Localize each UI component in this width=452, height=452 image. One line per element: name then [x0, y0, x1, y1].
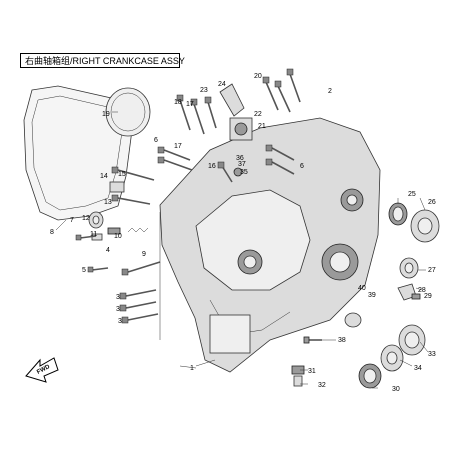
callout-17: 17 [186, 101, 194, 108]
gasket-8 [23, 85, 133, 221]
callout-20: 20 [254, 73, 262, 80]
callout-29: 29 [424, 293, 432, 300]
callout-26: 26 [428, 199, 436, 206]
bushing-40 [344, 312, 362, 328]
leader-lines [55, 111, 429, 389]
callout-12: 12 [82, 215, 90, 222]
callout-8: 8 [50, 229, 54, 236]
callout-33: 33 [428, 351, 436, 358]
callout-37: 37 [238, 161, 246, 168]
bolts [75, 68, 301, 324]
callout-18: 18 [174, 99, 182, 106]
callout-22: 22 [254, 111, 262, 118]
callout-16: 16 [208, 163, 216, 170]
callout-35: 35 [240, 169, 248, 176]
callout-6: 6 [154, 137, 158, 144]
callout-24: 24 [218, 81, 226, 88]
plug-32 [293, 375, 303, 387]
callout-14: 14 [100, 173, 108, 180]
callout-19: 19 [102, 111, 110, 118]
callout-31: 31 [308, 368, 316, 375]
callout-32: 32 [318, 382, 326, 389]
spring-9 [127, 227, 149, 233]
callout-11: 11 [90, 231, 97, 238]
callout-30: 30 [392, 386, 400, 393]
callout-38: 38 [338, 337, 346, 344]
callout-9: 9 [142, 251, 146, 258]
callout-34: 34 [414, 365, 422, 372]
fwd-arrow-icon [25, 357, 59, 383]
diagram-title: 右曲轴箱组/RIGHT CRANKCASE ASSY [20, 53, 185, 68]
callout-labels: 1 2 3 3 3 4 5 6 6 7 8 9 10 11 12 13 14 1… [50, 73, 436, 393]
part-14 [109, 181, 125, 193]
oil-pan-area [209, 314, 251, 354]
callout-3c: 3 [118, 318, 122, 325]
callout-3b: 3 [116, 306, 120, 313]
callout-36: 36 [236, 155, 244, 162]
callout-21: 21 [258, 123, 266, 130]
callout-23: 23 [200, 87, 208, 94]
callout-5: 5 [82, 267, 86, 274]
callout-4: 4 [106, 247, 110, 254]
cover-19 [105, 87, 151, 137]
callout-27: 27 [428, 267, 436, 274]
callout-40: 40 [358, 285, 366, 292]
callout-10: 10 [114, 233, 122, 240]
callout-13: 13 [104, 199, 112, 206]
callout-28: 28 [418, 287, 426, 294]
part-10 [107, 227, 121, 235]
callout-17b: 17 [174, 143, 182, 150]
part-29 [411, 293, 421, 300]
callout-3: 3 [116, 294, 120, 301]
callout-6b: 6 [300, 163, 304, 170]
callout-25: 25 [408, 191, 416, 198]
callout-15: 15 [118, 171, 126, 178]
callout-7: 7 [70, 217, 74, 224]
callout-1: 1 [190, 365, 194, 372]
crankcase-inner [195, 189, 311, 291]
callout-39: 39 [368, 292, 376, 299]
callout-2: 2 [328, 88, 332, 95]
